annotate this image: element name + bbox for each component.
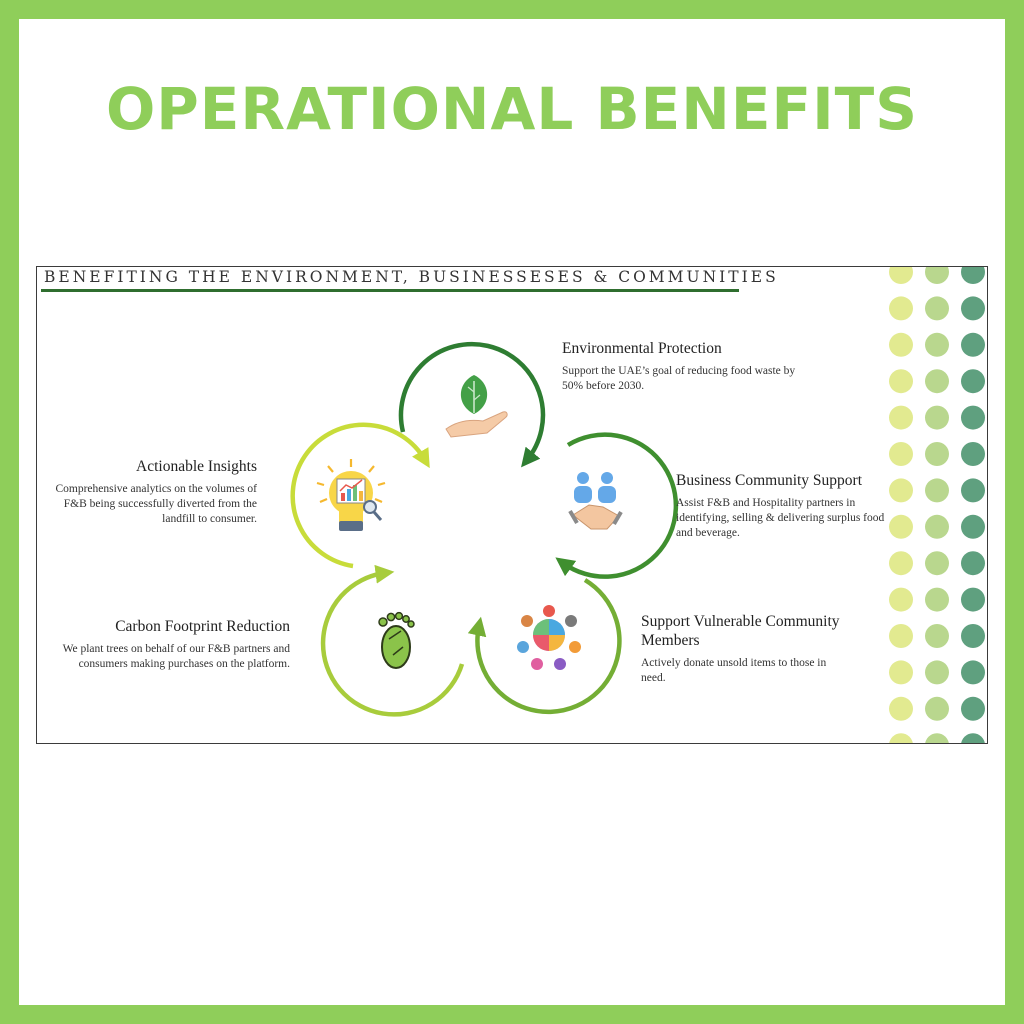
cycle-ring-environmental-protection [398, 341, 546, 468]
handshake-icon [568, 472, 623, 530]
decorative-dot [961, 696, 985, 721]
decorative-dot [925, 369, 949, 394]
decorative-dot [925, 587, 949, 612]
decorative-dot [889, 696, 913, 721]
decorative-dot [961, 587, 985, 612]
decorative-dot [961, 733, 985, 743]
benefit-carbon-footprint-reduction: Carbon Footprint Reduction We plant tree… [57, 617, 290, 672]
decorative-dot [961, 267, 985, 284]
decorative-dot [889, 332, 913, 357]
decorative-dot [961, 296, 985, 321]
benefit-title: Support Vulnerable Community Members [641, 613, 840, 649]
decorative-dot [889, 514, 913, 539]
benefit-description: Assist F&B and Hospitality partners in i… [676, 497, 885, 539]
decorative-dot [925, 660, 949, 685]
decorative-dot [961, 660, 985, 685]
decorative-dot [925, 442, 949, 466]
decorative-dot [961, 442, 985, 466]
benefit-description: Comprehensive analytics on the volumes o… [55, 483, 257, 525]
decorative-dot [889, 296, 913, 321]
decorative-dot [889, 587, 913, 612]
decorative-dot [889, 733, 913, 743]
benefits-cycle-diagram [290, 341, 679, 717]
decorative-dot [925, 267, 949, 284]
decorative-dot [925, 296, 949, 321]
decorative-dot [925, 624, 949, 648]
decorative-dot [961, 514, 985, 539]
benefit-title: Environmental Protection [562, 340, 722, 357]
benefit-environmental-protection: Environmental Protection Support the UAE… [562, 339, 817, 394]
decorative-dot [961, 369, 985, 394]
decorative-dot [961, 551, 985, 576]
benefit-business-community-support: Business Community Support Assist F&B an… [676, 471, 890, 541]
benefits-slide: BENEFITING THE ENVIRONMENT, BUSINESSESES… [36, 266, 988, 744]
cycle-ring-business-community-support [555, 432, 679, 579]
decorative-dot [925, 478, 949, 503]
decorative-dot [889, 551, 913, 576]
benefit-title: Business Community Support [676, 472, 863, 489]
decorative-dot [925, 514, 949, 539]
decorative-dot [961, 478, 985, 503]
decorative-dot [961, 332, 985, 357]
cycle-ring-carbon-footprint-reduction [320, 564, 465, 717]
benefit-actionable-insights: Actionable Insights Comprehensive analyt… [45, 457, 257, 527]
decorative-dot [889, 369, 913, 394]
footprint-icon [378, 611, 415, 669]
page-title: OPERATIONAL BENEFITS [105, 75, 919, 143]
lightbulb-chart-icon [316, 459, 386, 531]
decorative-dot [889, 267, 913, 284]
benefit-support-vulnerable-community: Support Vulnerable Community Members Act… [641, 612, 841, 686]
decorative-dot [889, 660, 913, 685]
decorative-dot [889, 442, 913, 466]
benefit-description: Support the UAE’s goal of reducing food … [562, 365, 796, 392]
decorative-dot-pattern [889, 267, 985, 743]
cycle-ring-support-vulnerable-community [467, 578, 622, 715]
decorative-dot [889, 405, 913, 430]
community-circle-icon [517, 605, 581, 670]
slide-heading: BENEFITING THE ENVIRONMENT, BUSINESSESES… [44, 268, 779, 286]
decorative-dot [925, 696, 949, 721]
cycle-ring-actionable-insights [290, 422, 430, 569]
decorative-dot [961, 405, 985, 430]
decorative-dot [925, 332, 949, 357]
decorative-dot [889, 624, 913, 648]
leaf-in-hand-icon [445, 375, 508, 438]
benefit-description: We plant trees on behalf of our F&B part… [62, 643, 290, 670]
decorative-dot [925, 405, 949, 430]
decorative-dot [925, 733, 949, 743]
decorative-dot [925, 551, 949, 576]
decorative-dot [961, 624, 985, 648]
benefit-title: Actionable Insights [136, 458, 257, 475]
heading-underline [41, 289, 739, 292]
benefit-title: Carbon Footprint Reduction [115, 618, 290, 635]
decorative-dot [889, 478, 913, 503]
benefit-description: Actively donate unsold items to those in… [641, 657, 827, 684]
